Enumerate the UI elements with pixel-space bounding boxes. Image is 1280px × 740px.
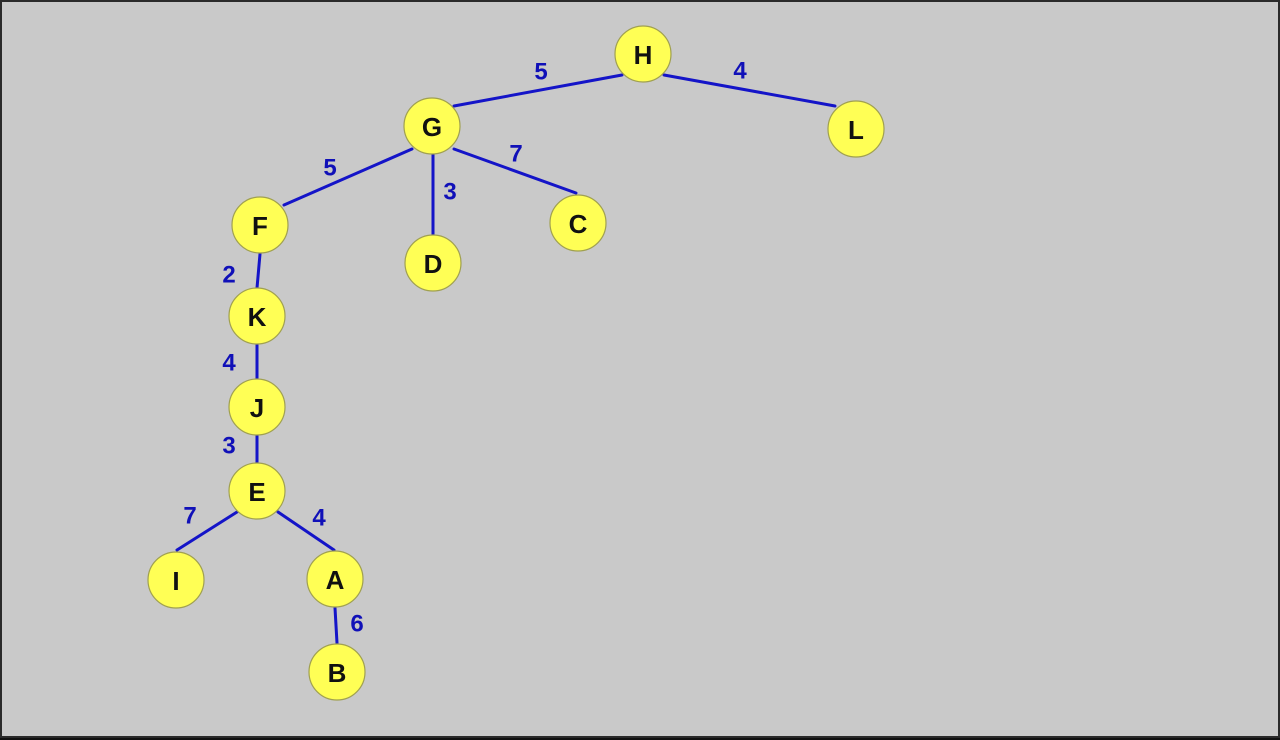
edge-weight-h-l: 4	[733, 58, 747, 85]
edge-weight-a-b: 6	[350, 611, 363, 638]
node-circle-c	[549, 194, 607, 252]
node-e: E	[228, 462, 286, 520]
node-label-c: C	[569, 209, 588, 239]
edge-a-b	[333, 606, 339, 645]
node-label-j: J	[250, 393, 264, 423]
edge-weight-g-c: 7	[509, 141, 522, 168]
edge-weight-h-g: 5	[534, 59, 547, 86]
node-circle-e	[228, 462, 286, 520]
edge-weight-k-j: 4	[222, 350, 236, 377]
node-circle-l	[827, 100, 885, 158]
edge-weight-g-f: 5	[323, 155, 336, 182]
node-circle-g	[403, 97, 461, 155]
edge-weight-g-d: 3	[443, 179, 456, 206]
node-circle-k	[228, 287, 286, 345]
node-circle-j	[228, 378, 286, 436]
edge-layer	[175, 73, 837, 645]
node-label-l: L	[848, 115, 864, 145]
node-label-e: E	[248, 477, 265, 507]
node-label-k: K	[248, 302, 267, 332]
node-l: L	[827, 100, 885, 158]
node-circle-h	[614, 25, 672, 83]
node-f: F	[231, 196, 289, 254]
node-label-f: F	[252, 211, 268, 241]
node-circle-f	[231, 196, 289, 254]
node-circle-a	[306, 550, 364, 608]
node-layer: H G L F D C K J E I A B	[147, 25, 885, 701]
weight-label-layer: 5 4 5 3 7 2 4 3 7 4 6	[183, 58, 747, 638]
edge-weight-e-a: 4	[312, 505, 326, 532]
node-label-b: B	[328, 658, 347, 688]
edge-e-a	[276, 510, 336, 552]
edge-f-k	[255, 252, 262, 290]
node-b: B	[308, 643, 366, 701]
edge-h-g	[452, 73, 624, 108]
node-c: C	[549, 194, 607, 252]
node-label-d: D	[424, 249, 443, 279]
edge-h-l	[662, 73, 837, 108]
edge-e-i	[175, 510, 239, 552]
node-label-h: H	[634, 40, 653, 70]
node-i: I	[147, 551, 205, 609]
node-k: K	[228, 287, 286, 345]
edge-weight-j-e: 3	[222, 433, 235, 460]
node-circle-b	[308, 643, 366, 701]
edge-g-f	[282, 147, 414, 207]
node-label-a: A	[326, 565, 345, 595]
node-circle-d	[404, 234, 462, 292]
edge-weight-e-i: 7	[183, 503, 196, 530]
node-label-i: I	[172, 566, 179, 596]
edge-weight-f-k: 2	[222, 262, 235, 289]
node-label-g: G	[422, 112, 442, 142]
node-circle-i	[147, 551, 205, 609]
edge-g-c	[452, 147, 578, 195]
node-h: H	[614, 25, 672, 83]
node-g: G	[403, 97, 461, 155]
node-a: A	[306, 550, 364, 608]
node-d: D	[404, 234, 462, 292]
node-j: J	[228, 378, 286, 436]
